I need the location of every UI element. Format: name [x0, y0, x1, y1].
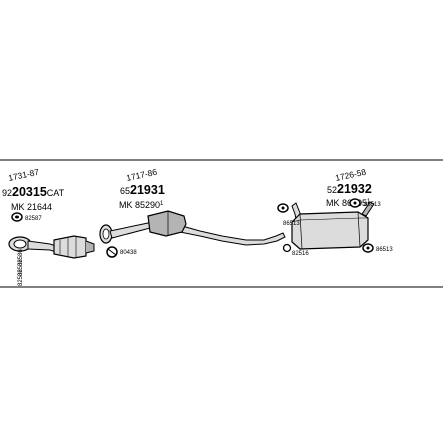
clamp-icon [106, 246, 118, 258]
rear-ref-number: 1726-58 [334, 167, 367, 183]
front-code-suffix: CAT [47, 188, 65, 198]
part-label-82516: 82516 [292, 251, 309, 257]
part-label-80438: 80438 [120, 250, 137, 256]
middle-pipe [109, 218, 286, 246]
front-flange [8, 236, 32, 252]
rear-part-code: 5221932 [327, 182, 372, 196]
rear-mk-line: MK 864051 [326, 198, 371, 208]
part-label-vertical-2: 82586 [18, 259, 24, 276]
rear-code-prefix: 52 [327, 185, 337, 195]
part-label-82587: 82587 [25, 216, 42, 222]
rubber-hanger-icon [349, 198, 361, 208]
part-label-86513-c: 86513 [376, 247, 393, 253]
middle-mk-number: MK 85290 [119, 200, 160, 210]
middle-ref-number: 1717-86 [125, 167, 158, 183]
middle-mk-note: 1 [160, 201, 164, 207]
rear-mk-note: 1 [367, 199, 371, 205]
clamp-icon [282, 243, 292, 253]
middle-flange [99, 224, 113, 244]
tail-pipe [361, 201, 375, 217]
middle-part-code: 6521931 [120, 183, 165, 197]
middle-code-prefix: 65 [120, 186, 130, 196]
rubber-hanger-icon [277, 203, 289, 213]
front-code-main: 20315 [12, 185, 47, 199]
rear-code-main: 21932 [337, 182, 372, 196]
front-code-prefix: 92 [2, 188, 12, 198]
rear-silencer [291, 211, 369, 250]
middle-mk-line: MK 852901 [119, 200, 164, 210]
rear-mk-number: MK 86405 [326, 198, 367, 208]
part-label-vertical-3: 82586 [18, 269, 24, 286]
part-label-86513-b: 86513 [364, 202, 381, 208]
vertical-part-labels: 82586 82586 82586 [18, 249, 24, 286]
rubber-hanger-icon [362, 243, 374, 253]
part-label-86513-a: 86513 [283, 221, 300, 227]
centre-silencer [147, 210, 187, 237]
middle-code-main: 21931 [130, 183, 165, 197]
front-mk-number: MK 21644 [11, 202, 52, 212]
front-part-code: 9220315CAT [2, 185, 65, 199]
gasket-ring-icon [11, 212, 23, 222]
front-pipe [27, 240, 57, 253]
front-ref-number: 1731-87 [7, 167, 40, 183]
part-label-vertical-1: 82586 [18, 249, 24, 266]
catalytic-converter [53, 235, 95, 259]
